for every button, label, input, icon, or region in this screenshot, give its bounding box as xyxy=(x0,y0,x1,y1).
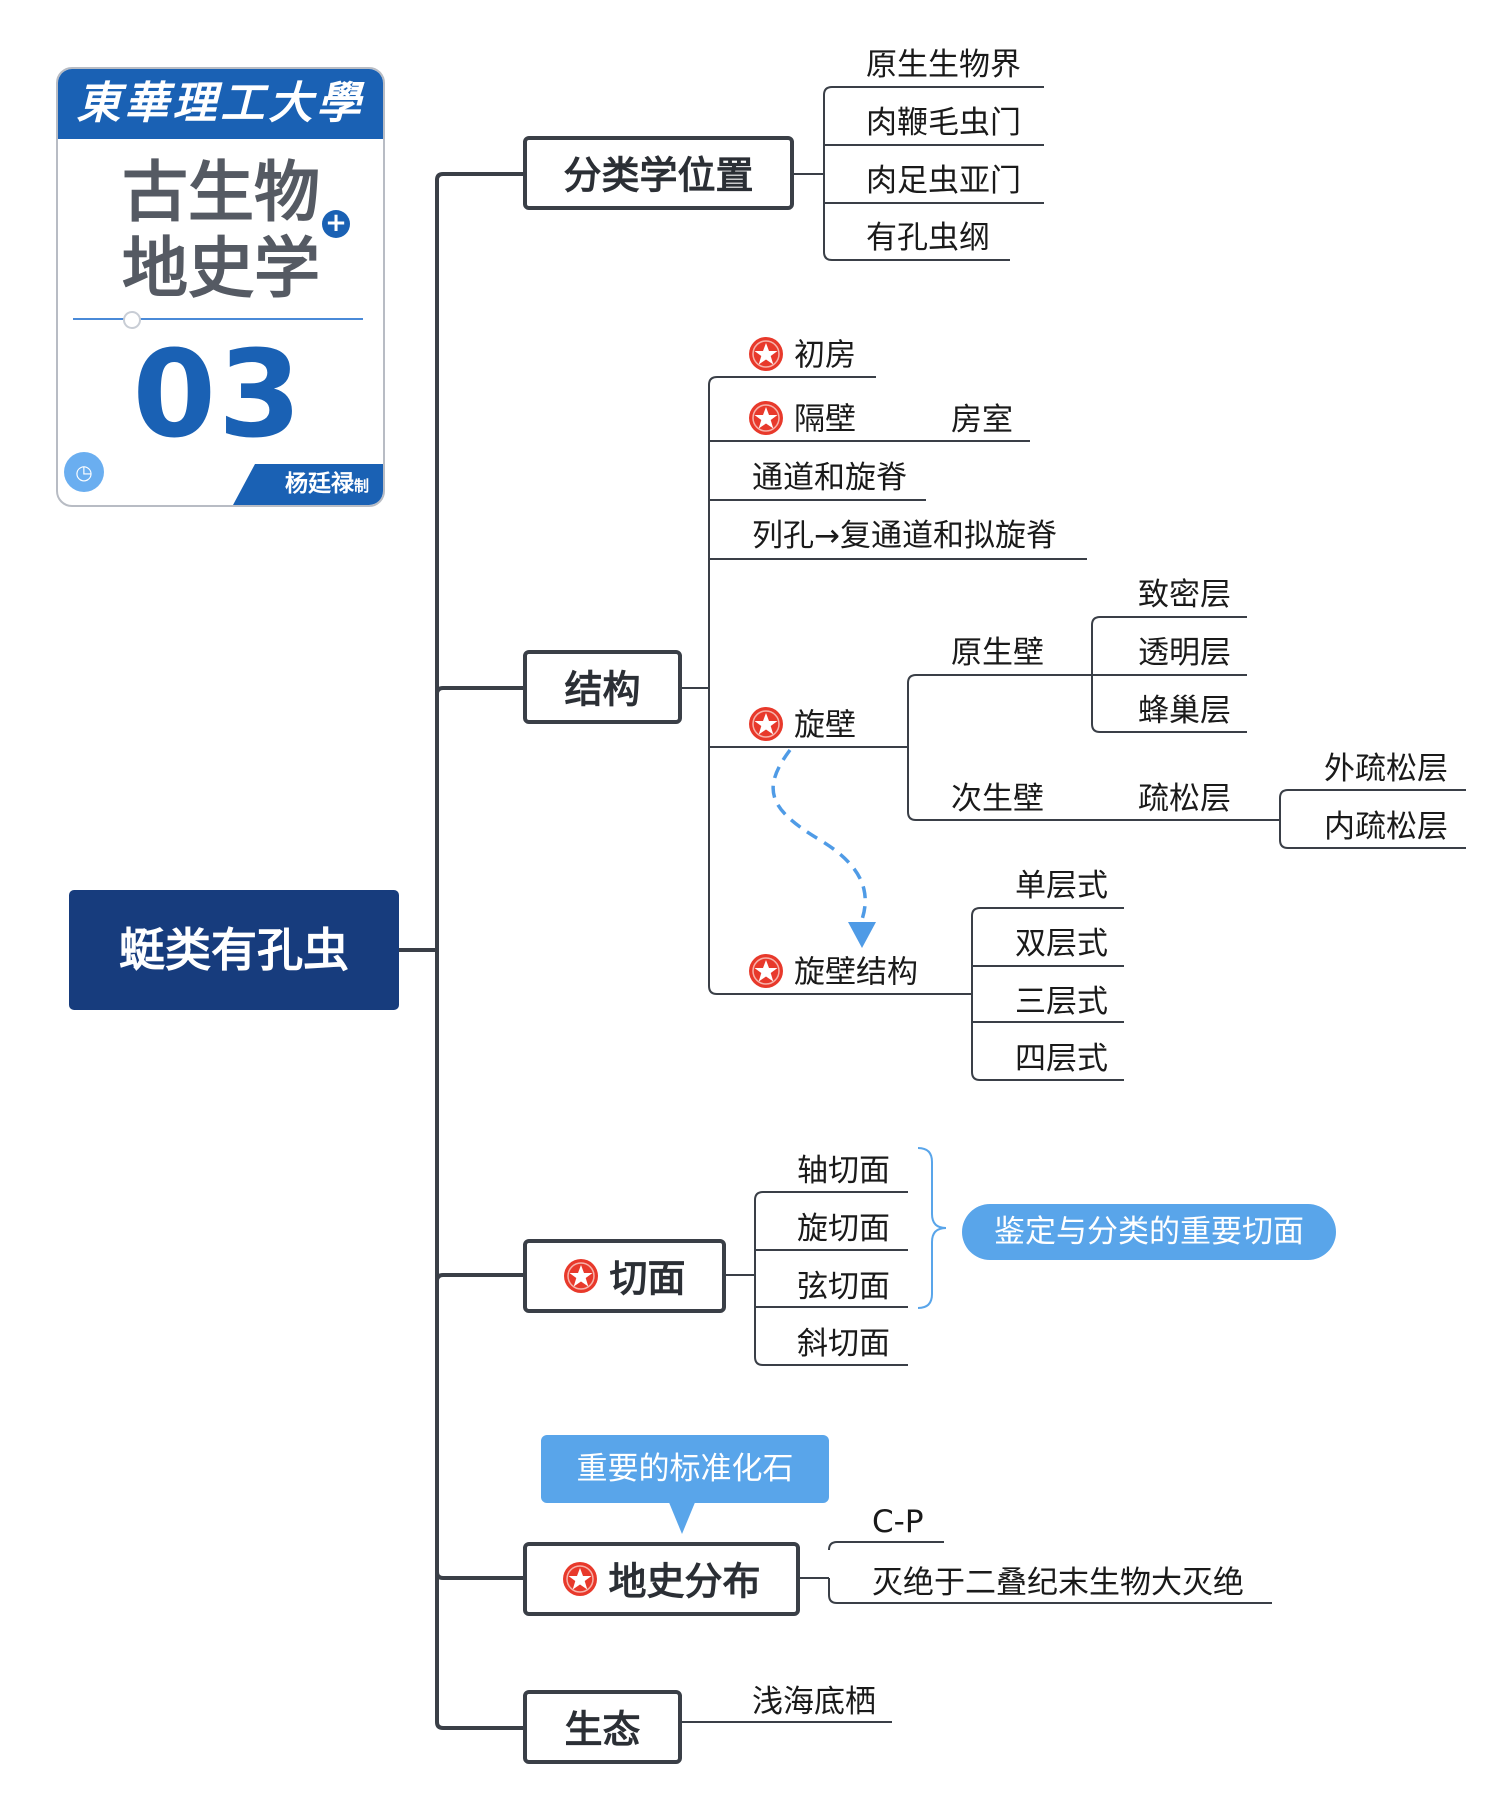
branch-sections-label: 切面 xyxy=(609,1256,686,1301)
trunk-to-taxonomy xyxy=(435,172,529,182)
structure-gebi-label: 隔壁 xyxy=(794,401,856,438)
dashed-arrow-head xyxy=(848,922,876,948)
branch-distribution[interactable]: 地史分布 xyxy=(523,1542,800,1616)
structure-fangshi[interactable]: 房室 xyxy=(951,402,1013,438)
university-name: 東華理工大學 xyxy=(58,69,383,139)
jiegou-type[interactable]: 四层式 xyxy=(1015,1041,1108,1077)
chapter-number: 03 xyxy=(132,326,304,465)
divider-knob xyxy=(123,311,141,329)
structure-liekong[interactable]: 列孔→复通道和拟旋脊 xyxy=(752,518,1057,554)
branch-taxonomy[interactable]: 分类学位置 xyxy=(523,136,794,210)
author-suffix: 制 xyxy=(353,477,369,495)
structure-gebi[interactable]: 隔壁 xyxy=(748,398,856,440)
yuansheng-layer[interactable]: 蜂巢层 xyxy=(1138,693,1231,729)
section-item[interactable]: 旋切面 xyxy=(797,1211,890,1247)
star-icon xyxy=(563,1258,599,1294)
branch-structure-label: 结构 xyxy=(564,667,641,712)
sections-brace xyxy=(917,1147,947,1309)
jiegou-type[interactable]: 单层式 xyxy=(1015,868,1108,904)
jiegou-type[interactable]: 三层式 xyxy=(1015,984,1108,1020)
taxonomy-item[interactable]: 有孔虫纲 xyxy=(866,220,990,256)
taxonomy-item[interactable]: 肉鞭毛虫门 xyxy=(866,105,1021,141)
branch-distribution-label: 地史分布 xyxy=(608,1559,761,1604)
clock-icon: ◷ xyxy=(64,452,104,492)
ecology-item[interactable]: 浅海底栖 xyxy=(752,1684,876,1720)
trunk-main xyxy=(435,178,529,1730)
card-divider xyxy=(73,318,363,320)
structure-xuanbi-label: 旋壁 xyxy=(794,707,856,744)
structure-cishengbi[interactable]: 次生壁 xyxy=(951,781,1044,817)
star-icon xyxy=(748,400,784,436)
star-icon xyxy=(562,1561,598,1597)
trunk-to-distribution xyxy=(435,1570,529,1580)
taxonomy-item[interactable]: 原生生物界 xyxy=(866,47,1021,83)
structure-xuanbi[interactable]: 旋壁 xyxy=(748,704,856,746)
star-icon xyxy=(748,953,784,989)
course-title-line2: 地史学 xyxy=(122,230,320,307)
jiegou-type[interactable]: 双层式 xyxy=(1015,926,1108,962)
branch-sections[interactable]: 切面 xyxy=(523,1239,726,1313)
trunk-to-sections xyxy=(435,1273,529,1283)
distribution-item[interactable]: 灭绝于二叠纪末生物大灭绝 xyxy=(872,1565,1244,1601)
structure-chufang[interactable]: 初房 xyxy=(748,334,856,376)
plus-icon: + xyxy=(322,210,350,238)
branch-ecology-label: 生态 xyxy=(564,1707,641,1752)
branch-ecology[interactable]: 生态 xyxy=(523,1690,682,1764)
root-topic[interactable]: 蜓类有孔虫 xyxy=(69,890,399,1010)
course-title-line1: 古生物 xyxy=(122,154,320,231)
author-badge: 杨廷禄制 xyxy=(233,464,383,505)
branch-structure[interactable]: 结构 xyxy=(523,650,682,724)
section-item[interactable]: 斜切面 xyxy=(797,1326,890,1362)
section-item[interactable]: 轴切面 xyxy=(797,1153,890,1189)
star-icon xyxy=(748,336,784,372)
dashed-relation-arrow xyxy=(771,748,867,926)
structure-shusongceng[interactable]: 疏松层 xyxy=(1138,781,1231,817)
structure-xuanbi-jiegou[interactable]: 旋壁结构 xyxy=(748,951,918,993)
distribution-callout[interactable]: 重要的标准化石 xyxy=(541,1435,829,1503)
taxonomy-item[interactable]: 肉足虫亚门 xyxy=(866,163,1021,199)
yuansheng-layer[interactable]: 透明层 xyxy=(1138,635,1231,671)
callout-tail xyxy=(668,1500,696,1534)
structure-xuanbi-jiegou-label: 旋壁结构 xyxy=(794,954,918,991)
shusong-layer[interactable]: 外疏松层 xyxy=(1324,751,1448,787)
trunk-to-structure xyxy=(435,686,529,696)
yuansheng-layer[interactable]: 致密层 xyxy=(1138,577,1231,613)
structure-yuanshengbi[interactable]: 原生壁 xyxy=(951,635,1044,671)
structure-tongdao[interactable]: 通道和旋脊 xyxy=(752,460,907,496)
logo-card: 東華理工大學 古生物 地史学 + 03 ◷ 杨廷禄制 xyxy=(56,67,385,507)
branch-taxonomy-label: 分类学位置 xyxy=(563,153,754,198)
section-item[interactable]: 弦切面 xyxy=(797,1269,890,1305)
structure-chufang-label: 初房 xyxy=(794,337,856,374)
sections-callout[interactable]: 鉴定与分类的重要切面 xyxy=(962,1204,1336,1260)
star-icon xyxy=(748,706,784,742)
author-name: 杨廷禄 xyxy=(284,471,354,497)
shusong-layer[interactable]: 内疏松层 xyxy=(1324,809,1448,845)
distribution-item[interactable]: C-P xyxy=(872,1504,924,1540)
